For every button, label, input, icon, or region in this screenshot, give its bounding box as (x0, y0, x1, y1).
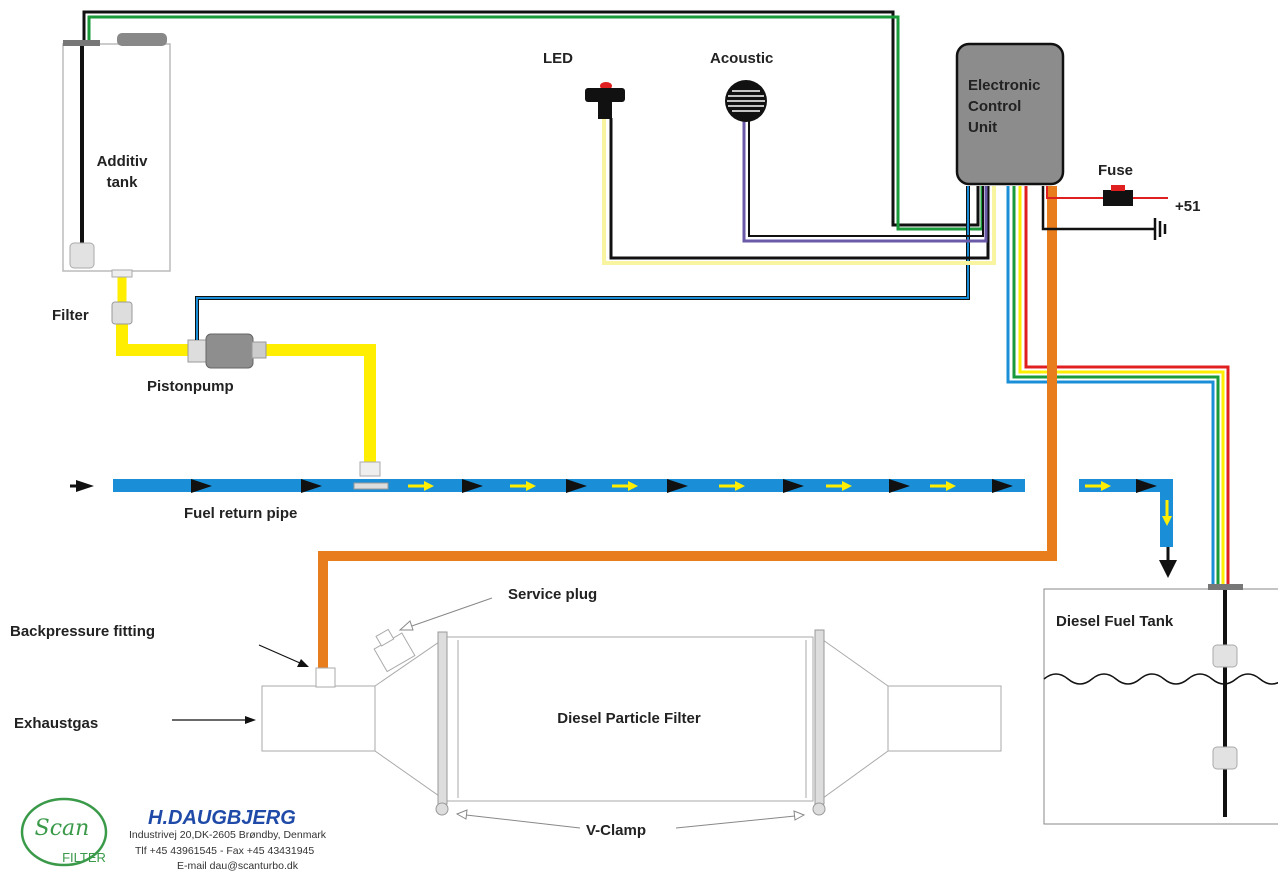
company-address: Industrivej 20,DK-2605 Brøndby, Denmark (129, 829, 327, 841)
backpressure-fitting-label: Backpressure fitting (10, 623, 155, 640)
acoustic-label: Acoustic (710, 50, 773, 67)
exhaustgas-arrow-icon (172, 716, 256, 724)
acoustic-speaker-icon: Acoustic (710, 50, 773, 122)
led-indicator: LED (543, 50, 625, 119)
fuel-return-pipe-label: Fuel return pipe (184, 505, 297, 522)
ecu-label-3: Unit (968, 119, 997, 136)
fuse: Fuse +51 (1098, 162, 1200, 215)
diesel-particle-filter (261, 628, 1002, 816)
flow-arrows-yellow (408, 481, 1172, 526)
sensor-wires-to-additive-tank (82, 10, 984, 231)
diesel-fuel-tank: Diesel Fuel Tank (1043, 584, 1278, 825)
backpressure-pointer-icon (258, 644, 309, 667)
acoustic-wire (742, 118, 988, 243)
company-email: E-mail dau@scanturbo.dk (177, 860, 299, 872)
ecu-label-2: Control (968, 98, 1021, 115)
power-and-ground-wires (1041, 186, 1168, 231)
diesel-fuel-tank-label: Diesel Fuel Tank (1056, 613, 1174, 630)
additiv-tank-label: Additiv (97, 153, 148, 170)
company-info: H.DAUGBJERG Industrivej 20,DK-2605 Brønd… (129, 807, 327, 872)
flow-arrows-black (66, 479, 1177, 578)
pressure-tube (318, 186, 1057, 668)
dpf-label: Diesel Particle Filter (557, 710, 701, 727)
ecu-label-1: Electronic (968, 77, 1041, 94)
tank-sensor-cables (1006, 186, 1230, 587)
company-name: H.DAUGBJERG (148, 807, 296, 829)
pistonpump: Pistonpump (147, 333, 267, 395)
scan-filter-logo: Scan FILTER (20, 797, 108, 867)
additiv-tank: Additiv tank (62, 33, 171, 272)
additive-fittings (111, 269, 381, 477)
fuel-return-pipe: Fuel return pipe (113, 479, 1173, 547)
service-plug-pointer-icon (398, 597, 493, 631)
plus51-label: +51 (1175, 198, 1200, 215)
logo-text: Scan (35, 816, 90, 841)
pistonpump-label: Pistonpump (147, 378, 234, 395)
exhaustgas-label: Exhaustgas (14, 715, 98, 732)
company-phone: Tlf +45 43961545 - Fax +45 43431945 (135, 845, 314, 857)
led-label: LED (543, 50, 573, 67)
fuse-label: Fuse (1098, 162, 1133, 179)
additiv-tank-label-2: tank (107, 174, 139, 191)
service-plug-label: Service plug (508, 586, 597, 603)
logo-sub: FILTER (62, 850, 106, 865)
v-clamp-pointer-icons (455, 809, 806, 829)
led-wire (602, 118, 996, 265)
filter: Filter (52, 301, 133, 325)
additive-line (116, 276, 376, 472)
filter-label: Filter (52, 307, 89, 324)
v-clamp-label: V-Clamp (586, 822, 646, 839)
electronic-control-unit: Electronic Control Unit (955, 42, 1065, 186)
ground-symbol-icon (1153, 218, 1167, 240)
